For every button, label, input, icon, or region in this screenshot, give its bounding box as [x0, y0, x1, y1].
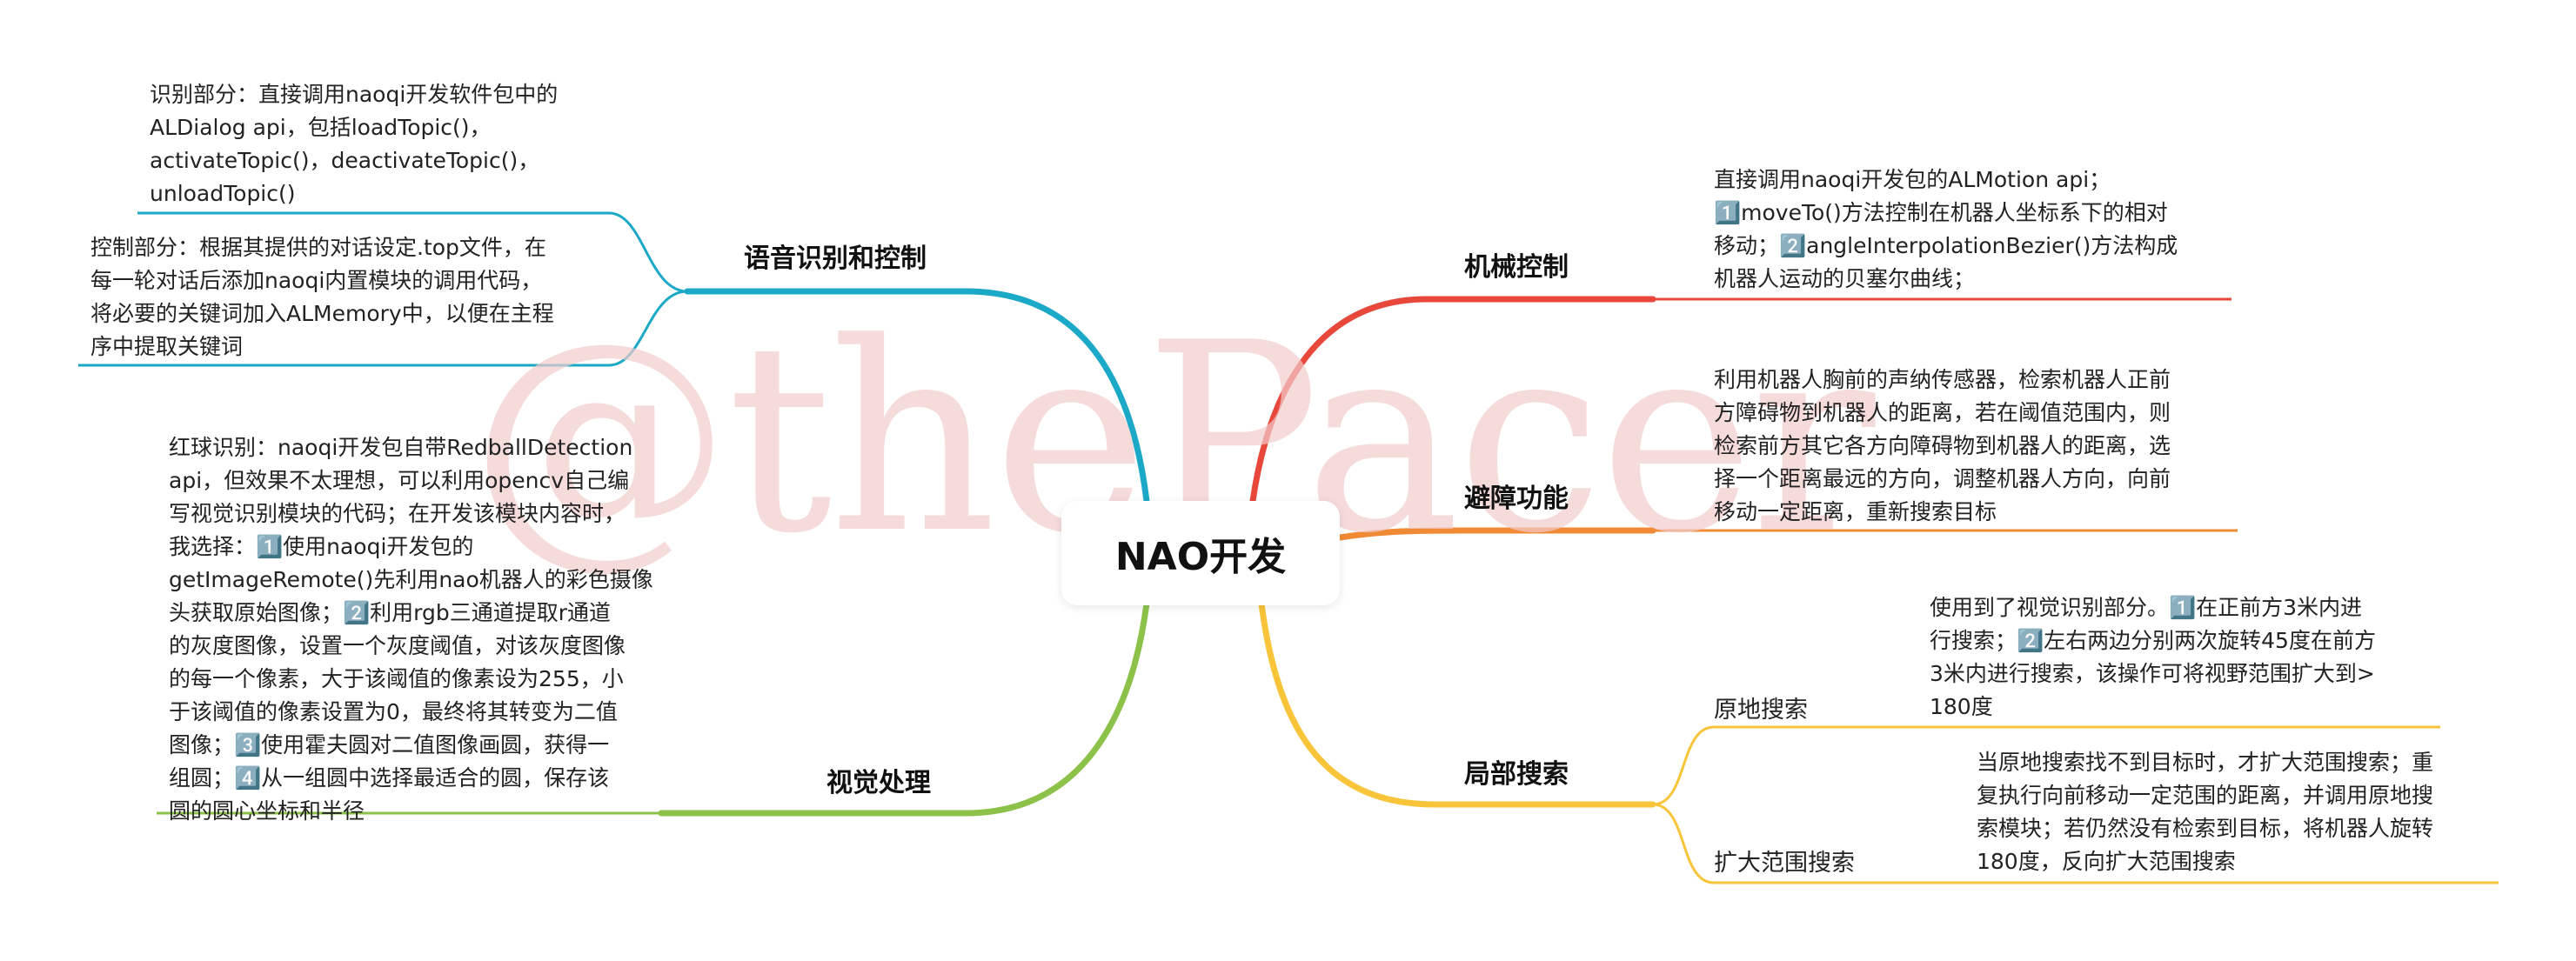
note-motion: 直接调用naoqi开发包的ALMotion api； 1️⃣moveTo()方法…: [1714, 164, 2178, 296]
subtopic-inplace-search[interactable]: 原地搜索: [1714, 697, 1808, 724]
branch-search-title[interactable]: 局部搜索: [1464, 759, 1569, 790]
note-line: 180度: [1930, 694, 1993, 719]
note-line: 红球识别：naoqi开发包自带RedballDetection: [169, 435, 633, 460]
note-line: unloadTopic(): [150, 181, 296, 206]
branch-avoid-title[interactable]: 避障功能: [1464, 484, 1569, 514]
subtopic-expand-search[interactable]: 扩大范围搜索: [1714, 850, 1855, 877]
note-line: 当原地搜索找不到目标时，才扩大范围搜索；重: [1977, 750, 2434, 775]
connector-speech: [684, 288, 1150, 504]
connector-speech-control: [78, 290, 688, 367]
connector-search-expand: [1652, 803, 2499, 884]
branch-motion-title[interactable]: 机械控制: [1464, 252, 1569, 283]
note-line: 利用机器人胸前的声纳传感器，检索机器人正前: [1714, 367, 2171, 392]
note-line: 组圆；4️⃣从一组圆中选择最适合的圆，保存该: [169, 765, 610, 791]
note-line: 1️⃣moveTo()方法控制在机器人坐标系下的相对: [1714, 200, 2168, 225]
note-vision-redball: 红球识别：naoqi开发包自带RedballDetection api，但效果不…: [169, 431, 653, 828]
note-line: 每一轮对话后添加naoqi内置模块的调用代码，: [90, 268, 543, 293]
note-line: 直接调用naoqi开发包的ALMotion api；: [1714, 167, 2111, 192]
note-line: ALDialog api，包括loadTopic()，: [150, 115, 492, 140]
note-line: 机器人运动的贝塞尔曲线；: [1714, 266, 1976, 291]
connector-search-inplace: [1652, 725, 2440, 806]
note-line: 180度，反向扩大范围搜索: [1977, 849, 2236, 874]
root-topic[interactable]: NAO开发: [1061, 501, 1340, 605]
note-inplace-search: 使用到了视觉识别部分。1️⃣在正前方3米内进 行搜索；2️⃣左右两边分别两次旋转…: [1930, 591, 2376, 724]
connector-avoid: [1336, 527, 1656, 541]
note-line: 写视觉识别模块的代码；在开发该模块内容时，: [169, 501, 626, 526]
connector-vision: [658, 600, 1150, 817]
note-line: 控制部分：根据其提供的对话设定.top文件，在: [90, 235, 546, 260]
connector-search: [1258, 600, 1656, 808]
note-expand-search: 当原地搜索找不到目标时，才扩大范围搜索；重 复执行向前移动一定范围的距离，并调用…: [1977, 746, 2433, 878]
note-line: getImageRemote()先利用nao机器人的彩色摄像: [169, 567, 653, 592]
note-line: 的每一个像素，大于该阈值的像素设为255，小: [169, 666, 624, 691]
note-line: 行搜索；2️⃣左右两边分别两次旋转45度在前方: [1930, 628, 2376, 653]
note-line: api，但效果不太理想，可以利用opencv自己编: [169, 468, 630, 493]
note-line: 3米内进行搜索，该操作可将视野范围扩大到>: [1930, 661, 2375, 686]
note-line: 移动一定距离，重新搜索目标: [1714, 499, 1997, 524]
note-avoid: 利用机器人胸前的声纳传感器，检索机器人正前 方障碍物到机器人的距离，若在阈值范围…: [1714, 364, 2171, 529]
note-line: 复执行向前移动一定范围的距离，并调用原地搜: [1977, 783, 2434, 808]
note-line: 择一个距离最远的方向，调整机器人方向，向前: [1714, 466, 2171, 491]
note-line: 于该阈值的像素设置为0，最终将其转变为二值: [169, 699, 618, 724]
note-line: 方障碍物到机器人的距离，若在阈值范围内，则: [1714, 400, 2171, 425]
note-line: 将必要的关键词加入ALMemory中，以便在主程: [90, 301, 554, 326]
note-line: 头获取原始图像；2️⃣利用rgb三通道提取r通道: [169, 600, 611, 625]
branch-speech-title[interactable]: 语音识别和控制: [744, 244, 927, 274]
branch-vision-title[interactable]: 视觉处理: [826, 768, 931, 798]
note-line: activateTopic()，deactivateTopic()，: [150, 148, 540, 173]
note-line: 图像；3️⃣使用霍夫圆对二值图像画圆，获得一: [169, 732, 610, 757]
note-line: 我选择：1️⃣使用naoqi开发包的: [169, 534, 474, 559]
note-line: 索模块；若仍然没有检索到目标，将机器人旋转: [1977, 816, 2434, 841]
note-line: 使用到了视觉识别部分。1️⃣在正前方3米内进: [1930, 595, 2363, 620]
note-line: 的灰度图像，设置一个灰度阈值，对该灰度图像: [169, 633, 626, 658]
note-line: 序中提取关键词: [90, 334, 244, 359]
note-line: 移动；2️⃣angleInterpolationBezier()方法构成: [1714, 233, 2178, 258]
note-speech-recognition: 识别部分：直接调用naoqi开发软件包中的 ALDialog api，包括loa…: [150, 78, 558, 210]
note-line: 检索前方其它各方向障碍物到机器人的距离，选: [1714, 433, 2171, 458]
note-line: 识别部分：直接调用naoqi开发软件包中的: [150, 82, 559, 107]
note-line: 圆的圆心坐标和半径: [169, 798, 365, 824]
connector-speech-recognition: [137, 211, 688, 293]
note-speech-control: 控制部分：根据其提供的对话设定.top文件，在 每一轮对话后添加naoqi内置模…: [90, 231, 554, 364]
connector-motion: [1249, 296, 1656, 504]
